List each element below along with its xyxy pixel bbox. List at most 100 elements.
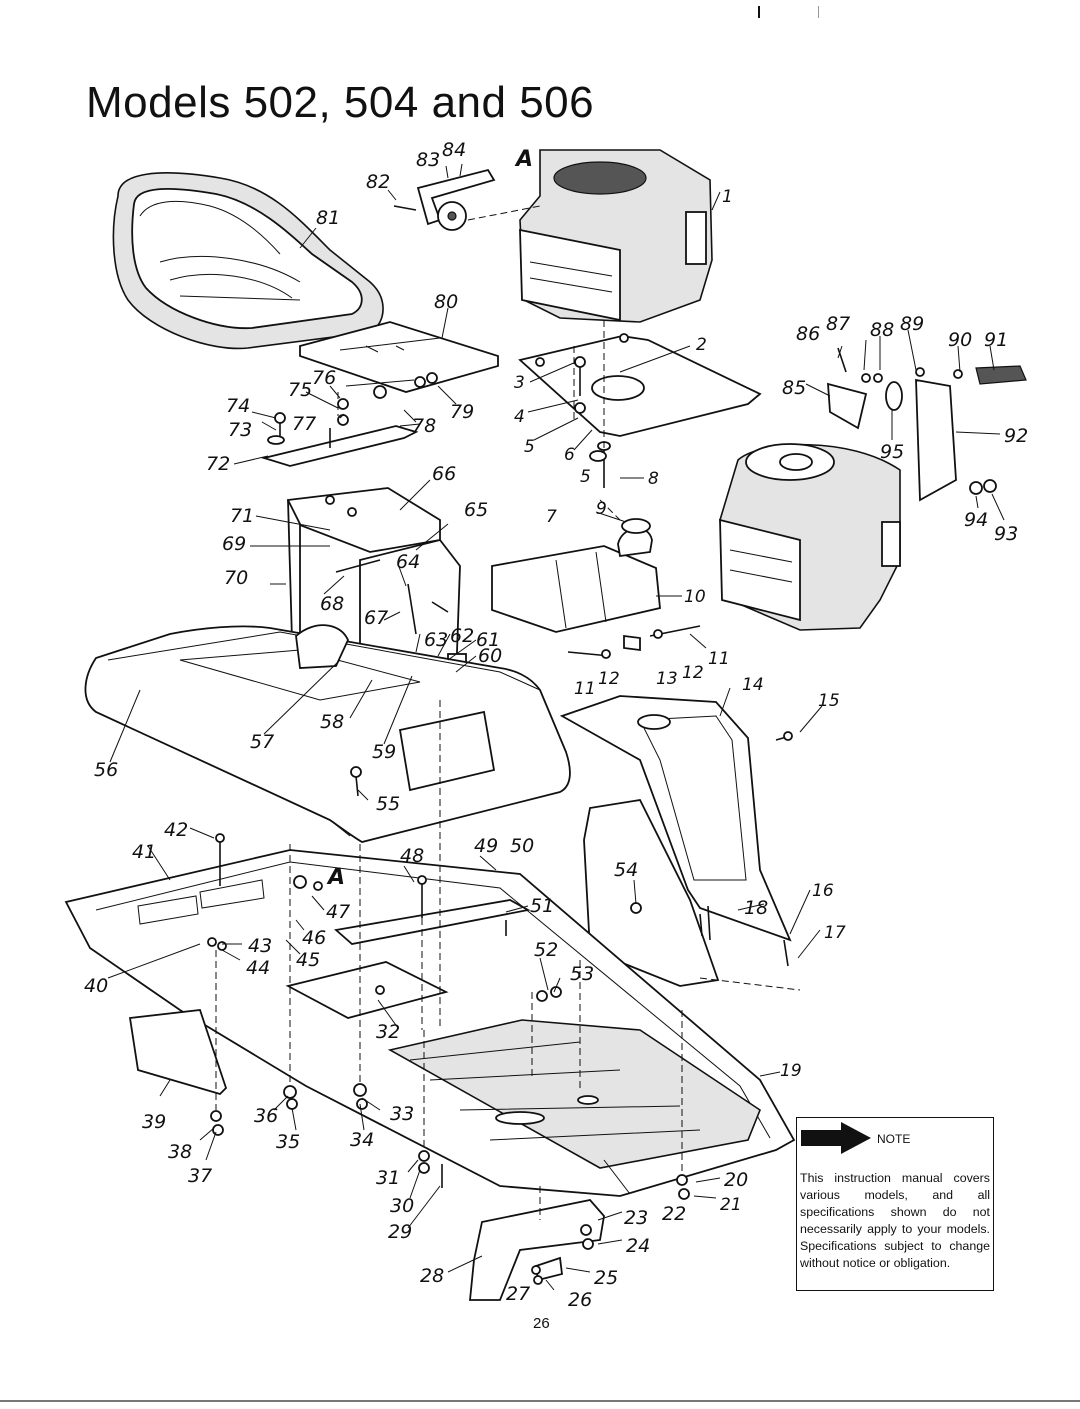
callout-60: 60 [478,645,502,667]
callout-47: 47 [326,901,350,923]
callout-21: 21 [720,1195,742,1215]
callout-88: 88 [870,319,894,341]
callout-4: 4 [514,407,525,427]
hood-drawing [84,624,571,843]
callout-86: 86 [796,323,820,345]
top-tick-mark [818,6,819,18]
callout-57: 57 [250,731,274,753]
callout-54: 54 [614,859,638,881]
callout-49: 49 [474,835,498,857]
callout-66: 66 [432,463,456,485]
callout-64: 64 [396,551,420,573]
engine-lower-drawing [719,347,1027,631]
callout-9: 9 [596,499,607,519]
callout-11: 11 [708,649,730,669]
callout-labels: A A 1 2 3 4 5 6 5 8 7 9 10 11 12 13 12 1… [84,139,1028,1311]
callout-10: 10 [684,587,706,607]
callout-62: 62 [450,625,474,647]
callout-6: 6 [564,445,575,465]
note-label: NOTE [877,1132,911,1146]
callout-74: 74 [226,395,250,417]
callout-48: 48 [400,845,424,867]
callout-81: 81 [316,207,340,229]
callout-84: 84 [442,139,466,161]
callout-13: 13 [656,669,678,689]
callout-28: 28 [420,1265,444,1287]
callout-43: 43 [248,935,272,957]
callout-16: 16 [812,881,834,901]
engine-mount-bolts [574,356,611,488]
seat-drawing [112,172,384,350]
callout-82: 82 [366,171,390,193]
callout-30: 30 [390,1195,414,1217]
callout-18: 18 [744,897,768,919]
callout-5: 5 [524,437,535,457]
bottom-rule [0,1400,1080,1402]
callout-12: 12 [682,663,704,683]
callout-85: 85 [782,377,806,399]
callout-A: A [326,865,345,890]
callout-83: 83 [416,149,440,171]
throttle-control-drawing [393,168,541,231]
callout-29: 29 [388,1221,412,1243]
callout-87: 87 [826,313,850,335]
callout-52: 52 [534,939,558,961]
page-title: Models 502, 504 and 506 [86,78,595,127]
callout-75: 75 [288,379,312,401]
callout-72: 72 [206,453,230,475]
callout-71: 71 [230,505,254,527]
callout-A: A [514,147,533,172]
callout-26: 26 [568,1289,592,1311]
callout-15: 15 [818,691,840,711]
lower-hardware-drawing [210,1083,690,1301]
callout-1: 1 [722,187,733,207]
callout-73: 73 [228,419,252,441]
callout-7: 7 [546,507,557,527]
callout-63: 63 [424,629,448,651]
assembly-guide-lines [215,320,801,1220]
callout-42: 42 [164,819,188,841]
callout-95: 95 [880,441,904,463]
callout-56: 56 [94,759,118,781]
seat-bracket-drawing [260,321,499,467]
callout-78: 78 [412,415,436,437]
callout-40: 40 [84,975,108,997]
callout-20: 20 [724,1169,748,1191]
callout-12: 12 [598,669,620,689]
callout-8: 8 [648,469,659,489]
callout-34: 34 [350,1129,374,1151]
callout-19: 19 [780,1061,802,1081]
callout-39: 39 [142,1111,166,1133]
callout-36: 36 [254,1105,278,1127]
callout-45: 45 [296,949,320,971]
callout-50: 50 [510,835,534,857]
callout-89: 89 [900,313,924,335]
top-tick-mark [758,6,760,18]
callout-65: 65 [464,499,488,521]
callout-77: 77 [292,413,316,435]
callout-38: 38 [168,1141,192,1163]
callout-69: 69 [222,533,246,555]
callout-44: 44 [246,957,270,979]
fuel-tank-drawing [491,518,701,659]
callout-11: 11 [574,679,596,699]
frame-drawing [64,833,796,1197]
page-number: 26 [533,1315,550,1332]
callout-35: 35 [276,1131,300,1153]
callout-51: 51 [530,895,554,917]
callout-23: 23 [624,1207,648,1229]
callout-94: 94 [964,509,988,531]
callout-32: 32 [376,1021,400,1043]
callout-46: 46 [302,927,326,949]
callout-59: 59 [372,741,396,763]
callout-33: 33 [390,1103,414,1125]
callout-3: 3 [514,373,525,393]
callout-41: 41 [132,841,156,863]
callout-27: 27 [506,1283,530,1305]
callout-leader-lines [107,163,1005,1291]
note-text: This instruction manual covers various m… [800,1171,990,1270]
callout-14: 14 [742,675,764,695]
callout-68: 68 [320,593,344,615]
callout-22: 22 [662,1203,686,1225]
callout-67: 67 [364,607,388,629]
